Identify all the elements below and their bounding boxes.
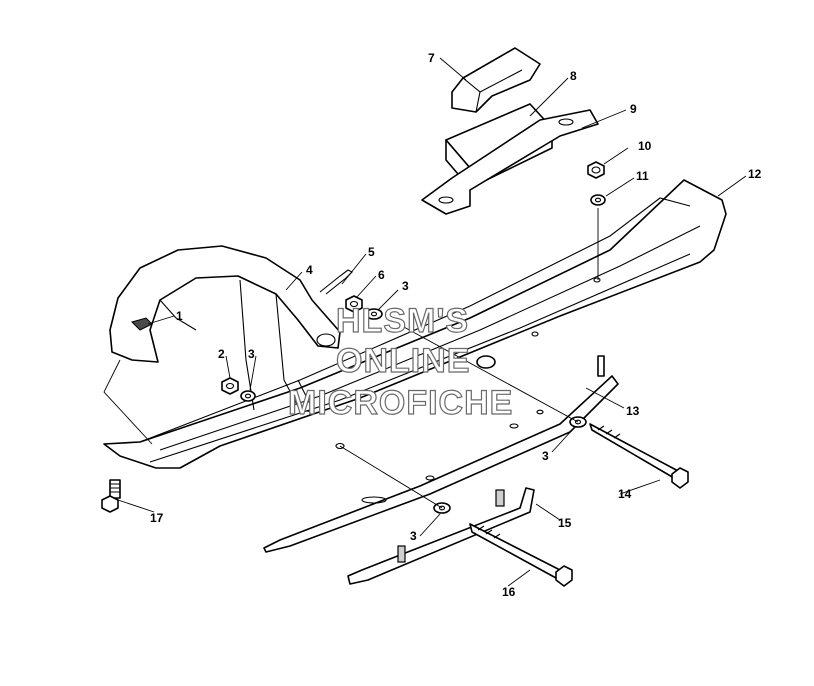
callout-6: 6	[378, 268, 385, 282]
callout-9: 9	[630, 102, 637, 116]
part-17-bolt	[101, 479, 121, 513]
part-9-wear-plate	[421, 109, 599, 215]
callout-10: 10	[638, 139, 652, 153]
part-12-ski	[103, 179, 727, 469]
callout-3: 3	[402, 279, 409, 293]
part-5-cotter-pin	[319, 269, 353, 295]
watermark-line-3: MICROFICHE	[288, 384, 513, 422]
leader-lines	[103, 57, 747, 587]
part-16-bolt	[469, 523, 573, 587]
part-3-washer-centre	[365, 308, 383, 320]
callout-17: 17	[150, 511, 164, 525]
callout-labels: 1 2 3 3 3 3 4 5 6 7 8 9 10 11 12 13 14 1…	[150, 51, 762, 599]
callout-13: 13	[626, 404, 640, 418]
callout-11: 11	[636, 169, 649, 183]
callout-3: 3	[248, 347, 255, 361]
watermark: HLSM'S ONLINE MICROFICHE	[287, 301, 513, 422]
part-2-nut	[221, 377, 239, 395]
callout-2: 2	[218, 347, 225, 361]
callout-7: 7	[428, 51, 435, 65]
watermark-line-2: ONLINE	[336, 342, 470, 380]
callout-3: 3	[410, 529, 417, 543]
part-6-castle-nut	[345, 295, 363, 313]
callout-12: 12	[748, 167, 762, 181]
callout-16: 16	[502, 585, 516, 599]
callout-5: 5	[368, 245, 375, 259]
part-3-washer-left	[240, 390, 256, 402]
callout-3: 3	[542, 449, 549, 463]
callout-4: 4	[306, 263, 313, 277]
part-13-runner	[263, 355, 619, 553]
part-7-ski-pad	[451, 47, 541, 113]
ski-pivot-bushing	[476, 355, 496, 369]
part-15-spring-bar	[347, 487, 535, 585]
part-1-plug	[131, 317, 153, 331]
callout-14: 14	[618, 487, 632, 501]
part-10-nut	[587, 161, 605, 179]
watermark-line-1: HLSM'S	[336, 302, 469, 340]
part-11-washer	[590, 194, 606, 206]
callout-8: 8	[570, 69, 577, 83]
part-14-bolt	[589, 423, 689, 489]
callout-15: 15	[558, 516, 572, 530]
callout-1: 1	[176, 309, 183, 323]
